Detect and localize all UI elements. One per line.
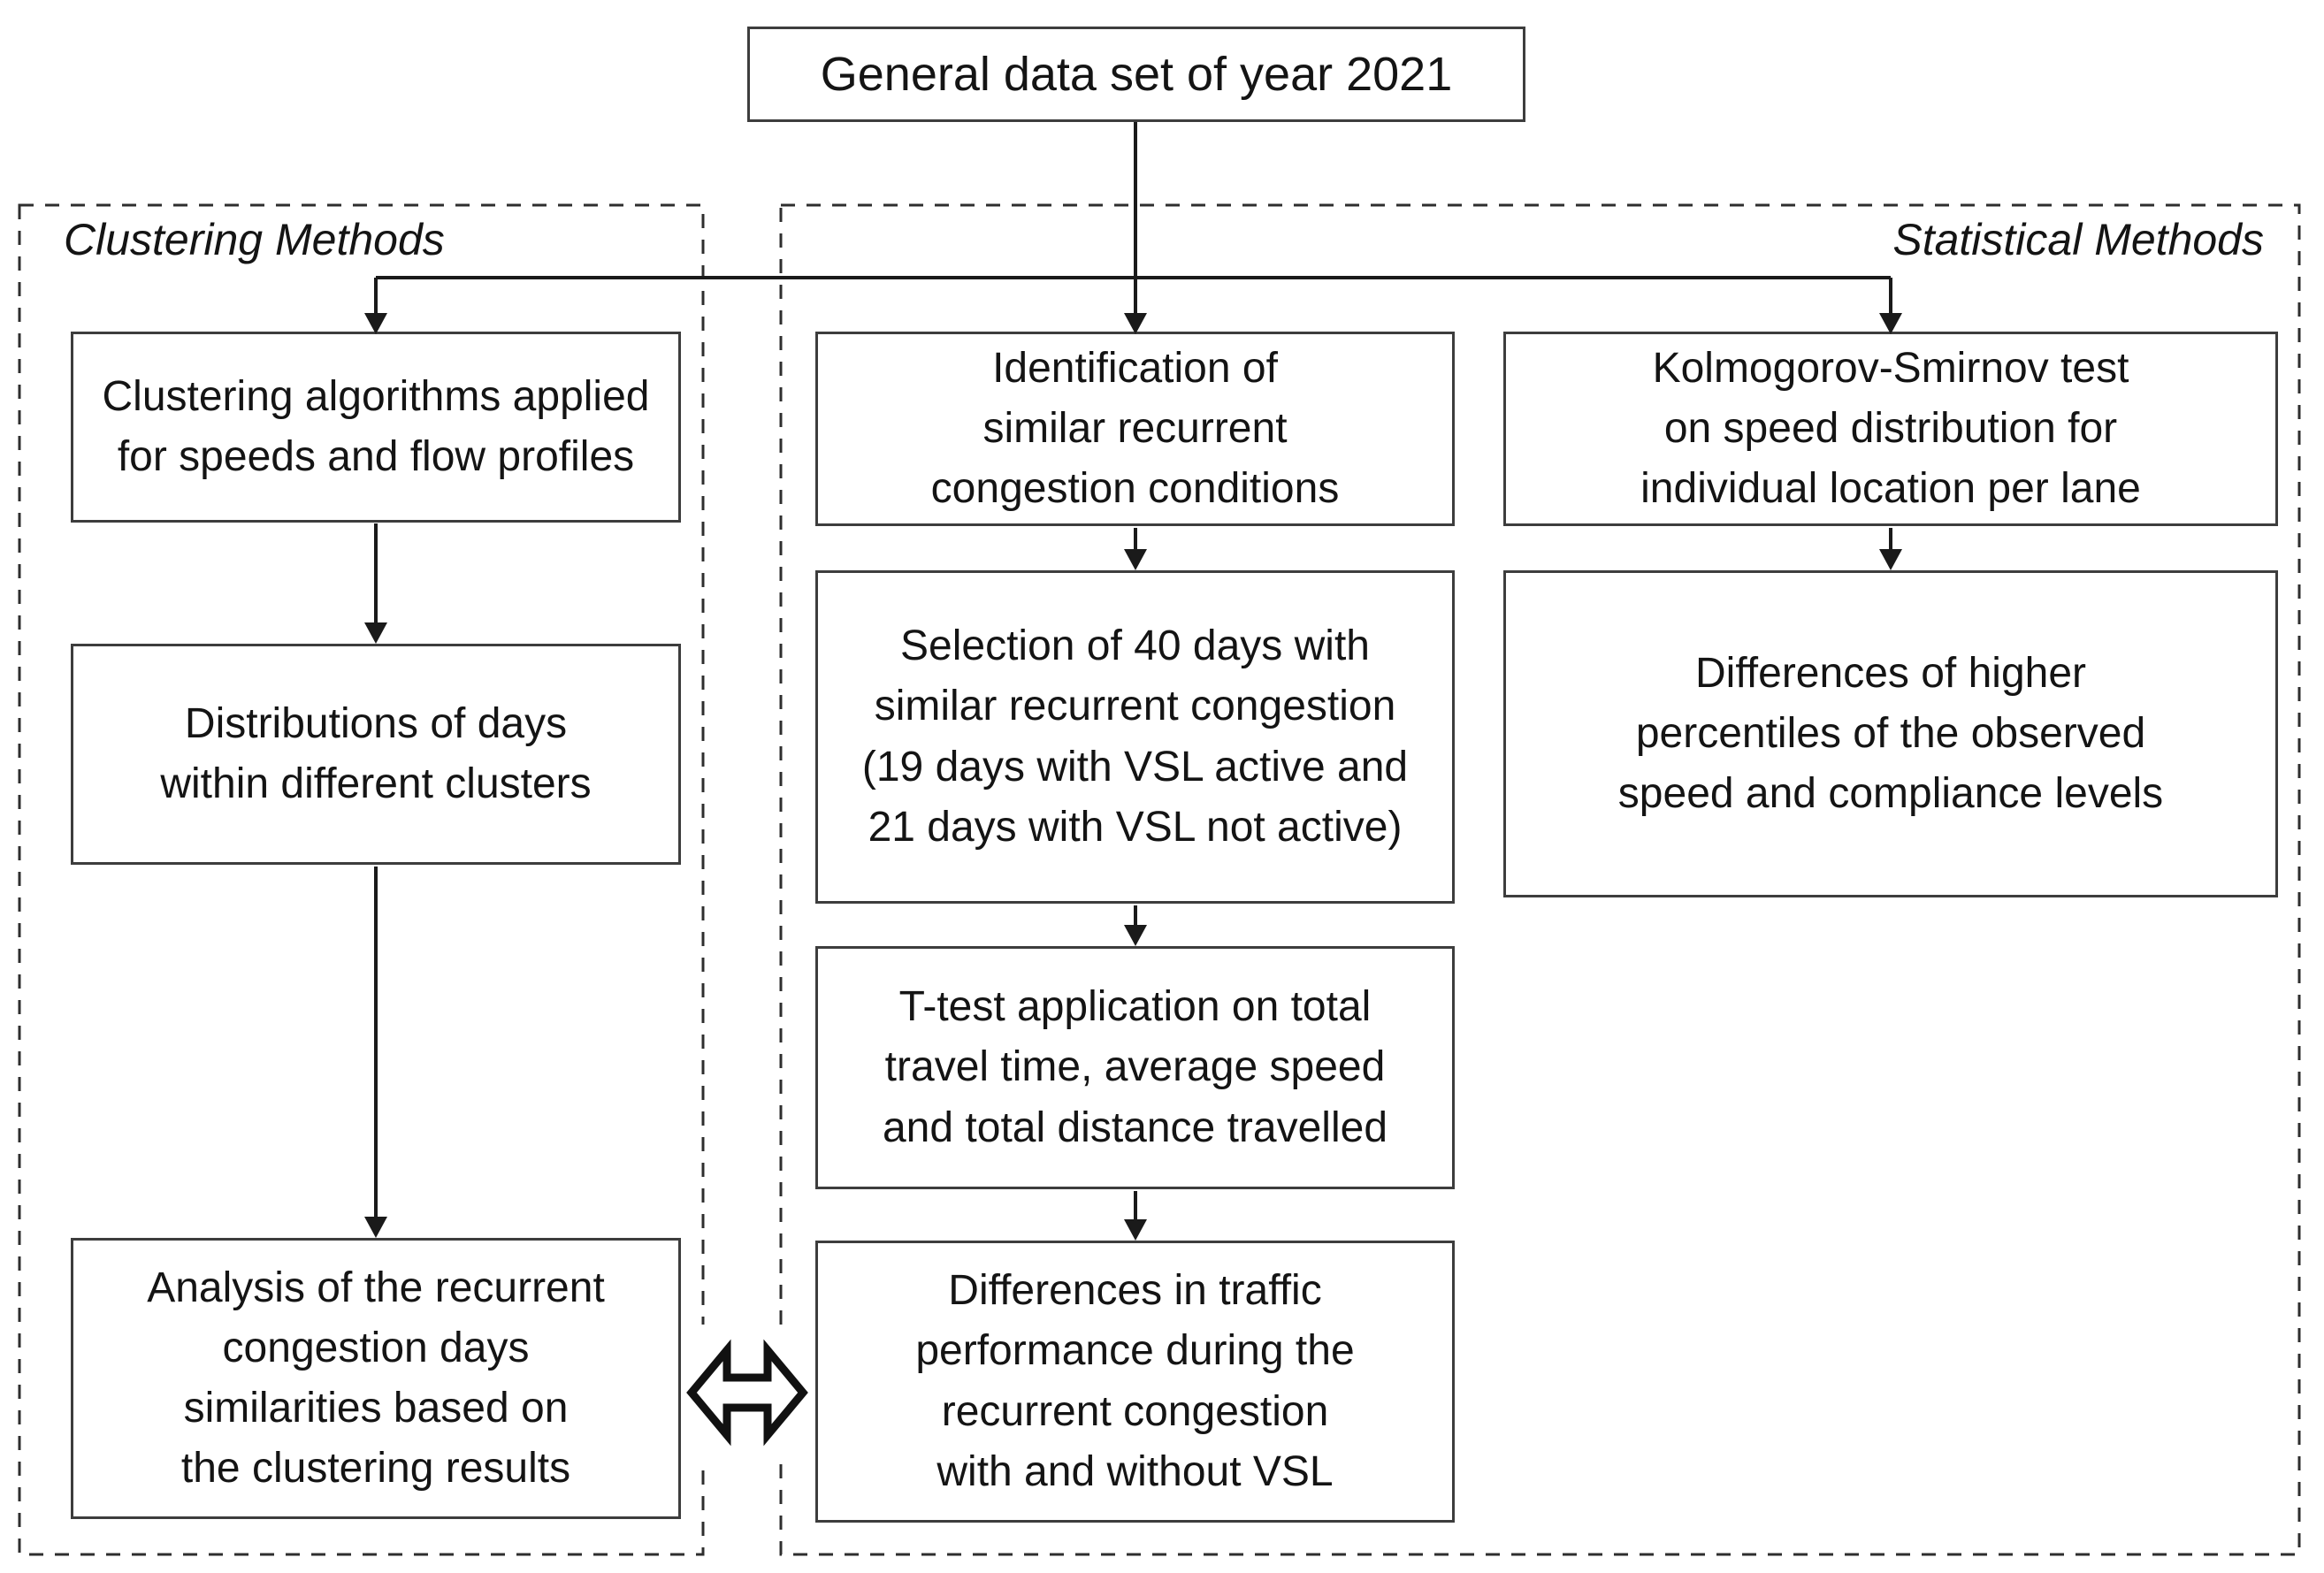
node-kolmogorov-smirnov-test: Kolmogorov-Smirnov test on speed distrib…	[1503, 332, 2278, 526]
edge-clustering-to-distributions	[364, 523, 387, 644]
node-clustering-algorithms: Clustering algorithms applied for speeds…	[71, 332, 681, 523]
edge-distributions-to-analysis	[364, 867, 387, 1238]
node-identification-similar-congestion: Identification of similar recurrent cong…	[815, 332, 1455, 526]
node-general-data-set-label: General data set of year 2021	[820, 47, 1453, 101]
node-distributions-of-days: Distributions of days within different c…	[71, 644, 681, 865]
node-selection-40-days-label: Selection of 40 days with similar recurr…	[861, 622, 1409, 851]
clustering-methods-label: Clustering Methods	[64, 215, 445, 264]
node-identification-similar-congestion-label: Identification of similar recurrent cong…	[930, 344, 1340, 513]
node-differences-higher-percentiles: Differences of higher percentiles of the…	[1503, 570, 2278, 897]
node-selection-40-days: Selection of 40 days with similar recurr…	[815, 570, 1455, 904]
node-differences-traffic-performance: Differences in traffic performance durin…	[815, 1241, 1455, 1523]
edge-identification-to-selection	[1124, 528, 1147, 570]
node-kolmogorov-smirnov-test-label: Kolmogorov-Smirnov test on speed distrib…	[1640, 344, 2141, 513]
node-t-test-application: T-test application on total travel time,…	[815, 946, 1455, 1189]
node-differences-higher-percentiles-label: Differences of higher percentiles of the…	[1617, 649, 2164, 818]
statistical-methods-label: Statistical Methods	[1892, 215, 2264, 264]
edge-selection-to-ttest	[1124, 905, 1147, 946]
node-clustering-algorithms-label: Clustering algorithms applied for speeds…	[102, 372, 650, 480]
edge-general-distributor	[364, 122, 1902, 334]
dashed-border-gap	[686, 1325, 808, 1461]
node-differences-traffic-performance-label: Differences in traffic performance durin…	[915, 1267, 1355, 1495]
node-distributions-of-days-label: Distributions of days within different c…	[160, 699, 592, 807]
node-t-test-application-label: T-test application on total travel time,…	[882, 983, 1388, 1151]
node-analysis-recurrent-congestion: Analysis of the recurrent congestion day…	[71, 1238, 681, 1519]
node-analysis-recurrent-congestion-label: Analysis of the recurrent congestion day…	[147, 1264, 605, 1493]
edge-kolmogorov-to-percentiles	[1879, 528, 1902, 570]
bidirectional-arrow-icon	[686, 1339, 808, 1447]
edge-ttest-to-performance	[1124, 1191, 1147, 1241]
node-general-data-set: General data set of year 2021	[747, 27, 1525, 122]
